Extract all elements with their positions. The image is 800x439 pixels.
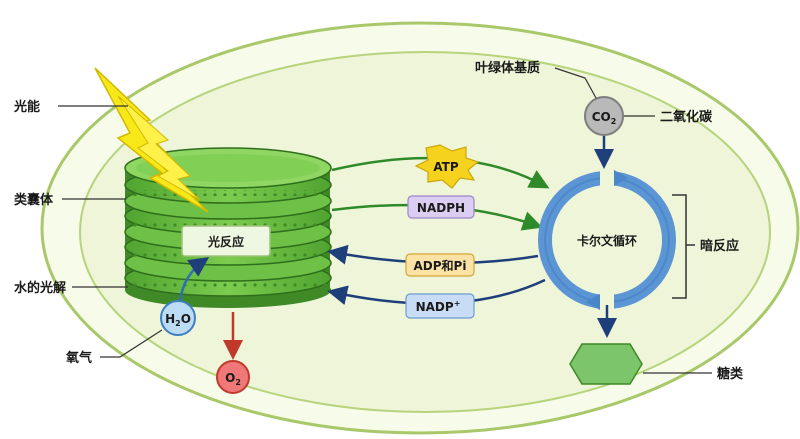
sugar-hexagon xyxy=(569,343,643,385)
label-light-energy: 光能 xyxy=(13,99,40,115)
co2-label: CO2 xyxy=(592,110,617,126)
label-thylakoid: 类囊体 xyxy=(14,192,54,208)
h2o-label: H2O xyxy=(165,312,191,328)
label-stroma: 叶绿体基质 xyxy=(475,60,540,76)
label-sugar: 糖类 xyxy=(717,366,744,382)
nadp-label: NADP+ xyxy=(416,299,461,314)
h2o-circle xyxy=(160,300,196,336)
water-to-light-arrow xyxy=(178,257,210,303)
atp-badge: ATP xyxy=(414,144,480,189)
co2-circle xyxy=(584,96,624,136)
nadph-label: NADPH xyxy=(417,201,465,215)
calvin-cycle-ring xyxy=(538,170,676,310)
adp-pi-box xyxy=(405,253,475,277)
nadp-box xyxy=(405,293,475,319)
calvin-cycle-label: 卡尔文循环 xyxy=(577,233,637,248)
dark-reaction-bracket xyxy=(672,194,687,299)
light-reaction-box xyxy=(181,225,271,257)
atp-label: ATP xyxy=(433,160,459,174)
o2-circle xyxy=(216,360,250,394)
label-oxygen: 氧气 xyxy=(65,350,92,366)
lightning-icon xyxy=(94,67,209,213)
adp-pi-label: ADP和Pi xyxy=(414,258,467,273)
light-reaction-label: 光反应 xyxy=(207,234,244,249)
label-water-photolysis: 水的光解 xyxy=(14,280,66,296)
label-dark-reaction: 暗反应 xyxy=(700,238,739,254)
o2-label: O2 xyxy=(225,371,241,387)
label-carbon-dioxide: 二氧化碳 xyxy=(660,109,713,125)
nadph-box xyxy=(407,195,475,219)
